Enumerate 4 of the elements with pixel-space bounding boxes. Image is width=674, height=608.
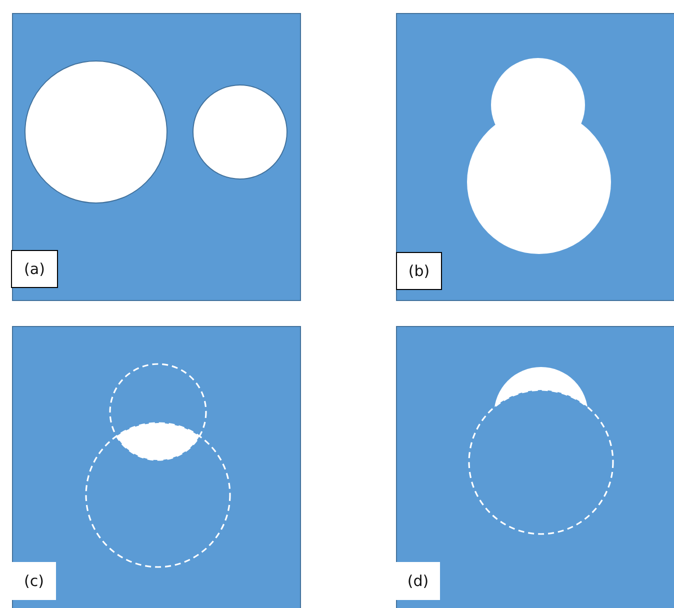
panel-label: (a) [11, 250, 58, 288]
panel-label: (c) [12, 562, 56, 600]
panel-label: (d) [396, 562, 440, 600]
panel-label: (b) [396, 252, 442, 290]
